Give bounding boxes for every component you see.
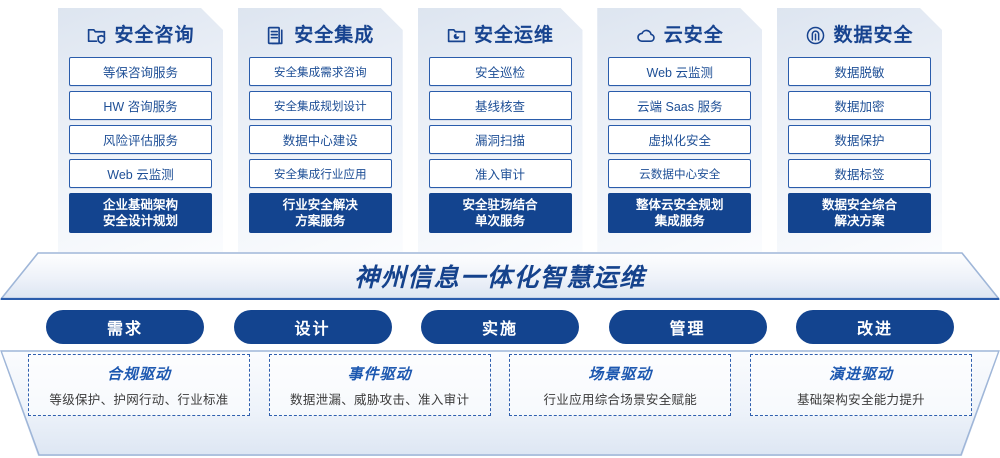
drivers-section: 合规驱动 等级保护、护网行动、行业标准 事件驱动 数据泄漏、威胁攻击、准入审计 …: [0, 350, 1000, 456]
service-columns: 安全咨询 等保咨询服务 HW 咨询服务 风险评估服务 Web 云监测 企业基础架…: [0, 8, 1000, 253]
column-title: 数据安全: [833, 24, 914, 46]
driver-scenario[interactable]: 场景驱动 行业应用综合场景安全赋能: [509, 354, 732, 416]
service-column-security-consulting[interactable]: 安全咨询 等保咨询服务 HW 咨询服务 风险评估服务 Web 云监测 企业基础架…: [58, 8, 223, 253]
footer-line: 方案服务: [295, 214, 346, 228]
driver-subtitle: 基础架构安全能力提升: [796, 392, 925, 407]
drivers-outline: [0, 350, 1000, 456]
service-item[interactable]: 等保咨询服务: [69, 57, 212, 86]
service-item[interactable]: 数据标签: [788, 159, 931, 188]
column-header: 安全咨询: [69, 16, 212, 54]
service-item[interactable]: 云端 Saas 服务: [608, 91, 751, 120]
driver-subtitle: 等级保护、护网行动、行业标准: [49, 392, 229, 407]
lifecycle-pills: 需求 设计 实施 管理 改进: [0, 310, 1000, 344]
service-item[interactable]: 数据脱敏: [788, 57, 931, 86]
column-title: 安全运维: [473, 24, 554, 46]
driver-title: 事件驱动: [347, 365, 412, 383]
service-item[interactable]: HW 咨询服务: [69, 91, 212, 120]
service-item[interactable]: 漏洞扫描: [429, 125, 572, 154]
column-title: 云安全: [663, 24, 724, 46]
service-item[interactable]: 安全集成规划设计: [249, 91, 392, 120]
column-footer-highlight[interactable]: 企业基础架构 安全设计规划: [69, 193, 212, 233]
service-item[interactable]: 数据加密: [788, 91, 931, 120]
driver-incident[interactable]: 事件驱动 数据泄漏、威胁攻击、准入审计: [268, 354, 491, 416]
driver-subtitle: 行业应用综合场景安全赋能: [543, 392, 698, 407]
cloud-icon: [636, 25, 657, 46]
footer-line: 单次服务: [474, 214, 525, 228]
column-footer-highlight[interactable]: 行业安全解决 方案服务: [249, 193, 392, 233]
column-title: 安全集成: [294, 24, 375, 46]
footer-line: 安全驻场结合: [462, 197, 538, 212]
driver-subtitle: 数据泄漏、威胁攻击、准入审计: [290, 392, 470, 407]
folder-shield-icon: [86, 25, 107, 46]
service-item[interactable]: Web 云监测: [69, 159, 212, 188]
footer-line: 数据安全综合: [821, 197, 897, 212]
platform-banner: 神州信息一体化智慧运维: [0, 252, 1000, 304]
driver-compliance[interactable]: 合规驱动 等级保护、护网行动、行业标准: [28, 354, 250, 416]
pill-requirement[interactable]: 需求: [46, 310, 204, 344]
service-item[interactable]: 安全巡检: [429, 57, 572, 86]
banner-outline: [0, 252, 1000, 300]
service-item[interactable]: 虚拟化安全: [608, 125, 751, 154]
pill-implementation[interactable]: 实施: [421, 310, 579, 344]
footer-line: 解决方案: [834, 214, 885, 228]
documents-stack-icon: [266, 25, 287, 46]
service-item[interactable]: 风险评估服务: [69, 125, 212, 154]
driver-list: 合规驱动 等级保护、护网行动、行业标准 事件驱动 数据泄漏、威胁攻击、准入审计 …: [0, 354, 1000, 416]
service-column-security-operations[interactable]: 安全运维 安全巡检 基线核查 漏洞扫描 准入审计 安全驻场结合 单次服务: [418, 8, 583, 253]
driver-evolution[interactable]: 演进驱动 基础架构安全能力提升: [749, 354, 972, 416]
column-header: 数据安全: [788, 16, 931, 54]
service-column-data-security[interactable]: 数据安全 数据脱敏 数据加密 数据保护 数据标签 数据安全综合 解决方案: [777, 8, 942, 253]
column-header: 云安全: [608, 16, 751, 54]
service-item[interactable]: 云数据中心安全: [608, 159, 751, 188]
column-header: 安全集成: [249, 16, 392, 54]
driver-title: 演进驱动: [828, 365, 893, 383]
banner-title: 神州信息一体化智慧运维: [354, 264, 646, 292]
pill-design[interactable]: 设计: [233, 310, 392, 344]
service-column-cloud-security[interactable]: 云安全 Web 云监测 云端 Saas 服务 虚拟化安全 云数据中心安全 整体云…: [597, 8, 762, 253]
fingerprint-icon: [805, 25, 826, 46]
driver-title: 场景驱动: [588, 365, 653, 383]
footer-line: 企业基础架构: [102, 197, 178, 212]
service-item[interactable]: 基线核查: [429, 91, 572, 120]
service-column-security-integration[interactable]: 安全集成 安全集成需求咨询 安全集成规划设计 数据中心建设 安全集成行业应用 行…: [238, 8, 403, 253]
service-item[interactable]: 安全集成行业应用: [249, 159, 392, 188]
footer-line: 安全设计规划: [102, 214, 178, 228]
footer-line: 行业安全解决: [282, 197, 358, 212]
column-footer-highlight[interactable]: 整体云安全规划 集成服务: [608, 193, 751, 233]
pill-improvement[interactable]: 改进: [796, 310, 954, 344]
service-item[interactable]: Web 云监测: [608, 57, 751, 86]
service-item[interactable]: 数据保护: [788, 125, 931, 154]
banner-shape: [0, 252, 1000, 300]
service-item[interactable]: 安全集成需求咨询: [249, 57, 392, 86]
pill-management[interactable]: 管理: [608, 310, 767, 344]
footer-line: 整体云安全规划: [635, 197, 724, 212]
driver-title: 合规驱动: [106, 365, 171, 383]
service-item[interactable]: 数据中心建设: [249, 125, 392, 154]
folder-chart-icon: [446, 25, 467, 46]
column-footer-highlight[interactable]: 安全驻场结合 单次服务: [429, 193, 572, 233]
column-header: 安全运维: [429, 16, 572, 54]
column-footer-highlight[interactable]: 数据安全综合 解决方案: [788, 193, 931, 233]
column-title: 安全咨询: [114, 24, 195, 46]
service-item[interactable]: 准入审计: [429, 159, 572, 188]
footer-line: 集成服务: [654, 214, 705, 228]
